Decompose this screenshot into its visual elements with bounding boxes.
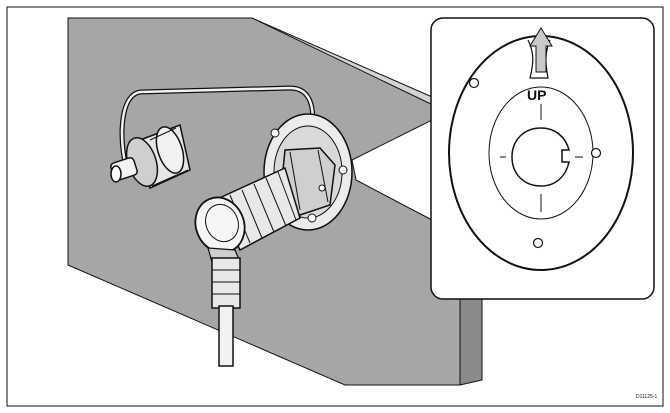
figure-id: D11125-1 — [636, 394, 657, 400]
inset-screw-hole — [468, 77, 480, 89]
connector-cable — [211, 257, 241, 367]
inset-center-opening — [511, 127, 570, 187]
right-angle-plug — [194, 166, 301, 263]
protective-cap — [110, 123, 191, 190]
up-arrow-icon — [529, 27, 553, 73]
inset-screw-hole — [532, 237, 544, 249]
up-label: UP — [527, 87, 546, 103]
flange-screw — [307, 213, 317, 223]
flange-screw — [270, 128, 280, 138]
inset-screw-hole — [590, 147, 602, 159]
flange-screw — [338, 165, 348, 175]
magnified-inset: UP — [430, 17, 655, 300]
